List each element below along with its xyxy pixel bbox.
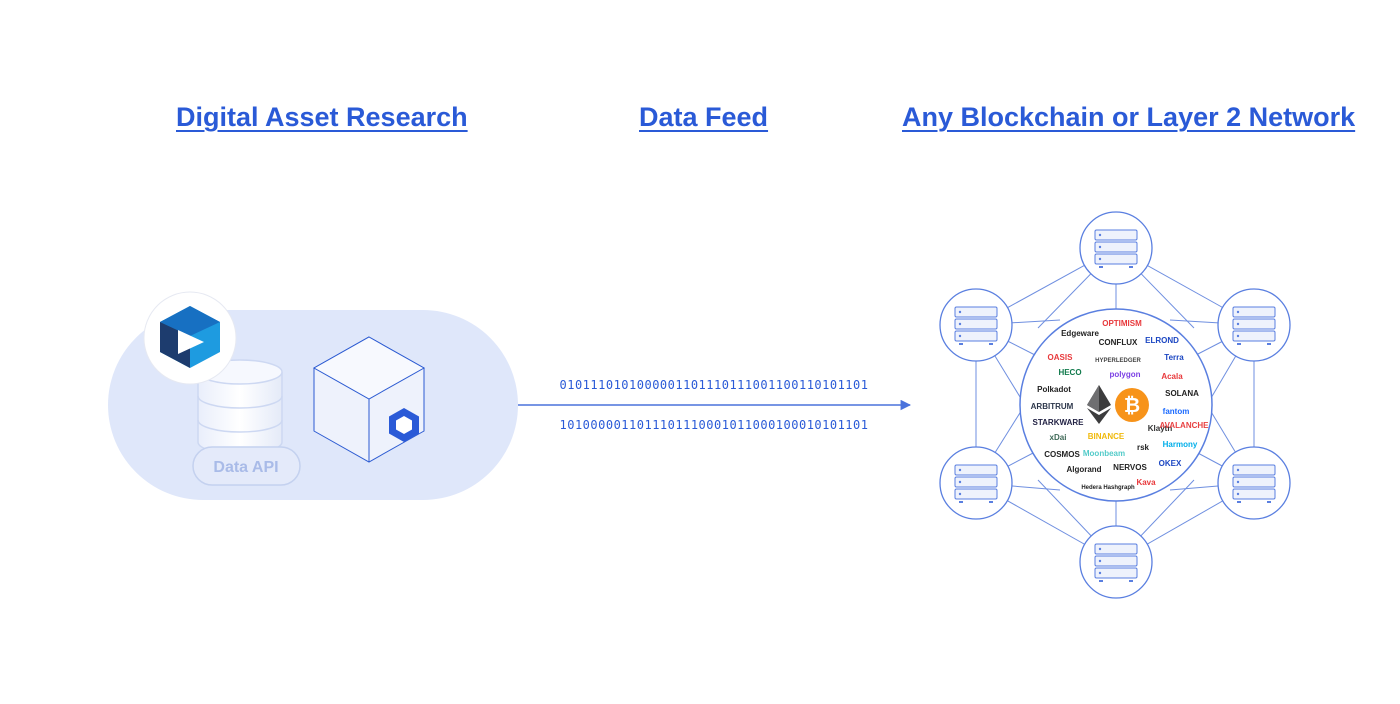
logo-acala: Acala	[1161, 372, 1183, 381]
bitstream-top: 0101110101000001101110111001100110101101	[560, 378, 869, 392]
bitstream-bottom: 1010000011011101110001011000100010101101	[560, 418, 869, 432]
ethereum-icon	[1087, 385, 1111, 424]
heading-data-feed[interactable]: Data Feed	[639, 102, 769, 132]
logo-binance: BINANCE	[1088, 432, 1125, 441]
logo-hyperledger: HYPERLEDGER	[1095, 358, 1141, 364]
logo-xdai: xDai	[1050, 433, 1067, 442]
data-api-label: Data API	[213, 459, 278, 476]
chainlink-node-cube	[312, 336, 426, 463]
logo-heco: HECO	[1058, 368, 1081, 377]
server-node	[1217, 288, 1291, 362]
logo-elrond: ELROND	[1145, 336, 1179, 345]
server-nodes	[939, 211, 1291, 599]
server-node	[1217, 446, 1291, 520]
logo-starkware: STARKWARE	[1033, 418, 1085, 427]
logo-cosmos: COSMOS	[1044, 450, 1080, 459]
logo-polkadot: Polkadot	[1037, 385, 1071, 394]
logo-arbitrum: ARBITRUM	[1031, 402, 1074, 411]
server-node	[1079, 525, 1153, 599]
logo-edgeware: Edgeware	[1061, 329, 1099, 338]
logo-polygon: polygon	[1109, 370, 1140, 379]
heading-digital-asset-research[interactable]: Digital Asset Research	[176, 102, 468, 132]
logo-oasis: OASIS	[1048, 353, 1074, 362]
svg-text:₿: ₿	[1124, 393, 1140, 417]
logo-terra: Terra	[1164, 353, 1184, 362]
logo-kava: Kava	[1136, 478, 1156, 487]
logo-moonbeam: Moonbeam	[1083, 449, 1125, 458]
logo-solana: SOLANA	[1165, 389, 1199, 398]
logo-hedera-hashgraph: Hedera Hashgraph	[1081, 485, 1135, 491]
heading-blockchain-network[interactable]: Any Blockchain or Layer 2 Network	[902, 102, 1356, 132]
bitcoin-icon: ₿	[1115, 388, 1149, 422]
logo-fantom: fantom	[1163, 407, 1190, 416]
server-node	[939, 446, 1013, 520]
logo-nervos: NERVOS	[1113, 463, 1147, 472]
logo-harmony: Harmony	[1163, 440, 1198, 449]
logo-conflux: CONFLUX	[1099, 338, 1138, 347]
logo-algorand: Algorand	[1066, 465, 1101, 474]
logo-klaytn: Klaytn	[1148, 424, 1173, 433]
logo-okex: OKEX	[1159, 459, 1182, 468]
data-api-button[interactable]: Data API	[192, 446, 301, 486]
logo-optimism: OPTIMISM	[1102, 319, 1142, 328]
server-node	[939, 288, 1013, 362]
server-node	[1079, 211, 1153, 285]
logo-rsk: rsk	[1137, 443, 1150, 452]
logo-avalanche: AVALANCHE	[1159, 421, 1209, 430]
chainlink-icon	[389, 408, 419, 442]
dar-logo	[143, 291, 237, 385]
